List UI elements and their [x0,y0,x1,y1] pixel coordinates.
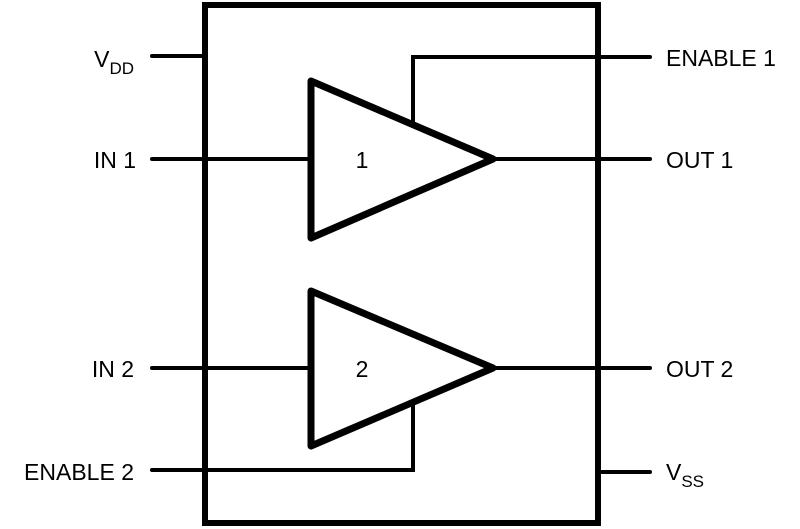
package-outline [202,2,601,526]
pin-label-out2: OUT 2 [666,356,733,382]
pin-label-out1: OUT 1 [666,147,733,173]
pin-line-enable1 [411,55,652,129]
buffer-2-triangle [307,287,497,450]
pin-label-vss: VSS [666,459,704,491]
pin-label-in2: IN 2 [92,356,134,382]
buffer-1-label: 1 [356,147,369,173]
pin-label-enable1: ENABLE 1 [666,45,776,71]
pin-label-enable2: ENABLE 2 [24,459,134,485]
pin-line-enable2 [150,398,415,472]
buffer-2-label: 2 [356,356,369,382]
buffer-1-triangle [307,77,497,242]
pin-label-vdd: VDD [94,46,134,78]
pin-label-in1: IN 1 [94,147,136,173]
